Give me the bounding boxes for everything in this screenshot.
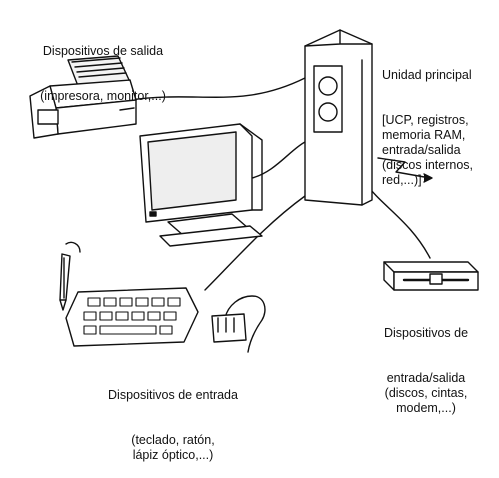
input-devices-label: Dispositivos de entrada (teclado, ratón,… bbox=[88, 358, 258, 478]
io-devices-label: Dispositivos de entrada/salida (discos, … bbox=[366, 296, 486, 431]
computer-system-diagram bbox=[29, 29, 479, 353]
output-devices-detail: (impresora, monitor,...) bbox=[40, 89, 166, 103]
output-devices-label: Dispositivos de salida (impresora, monit… bbox=[28, 14, 178, 119]
io-devices-detail: entrada/salida (discos, cintas, modem,..… bbox=[384, 371, 468, 415]
main-unit-title: Unidad principal bbox=[382, 68, 472, 82]
keyboard-icon bbox=[65, 287, 199, 347]
network-lightning-icon bbox=[377, 157, 433, 183]
printer-icon bbox=[29, 55, 137, 139]
mouse-icon bbox=[211, 313, 247, 343]
monitor-icon bbox=[139, 123, 263, 247]
light-pen-icon bbox=[59, 241, 81, 311]
output-devices-title: Dispositivos de salida bbox=[42, 44, 164, 58]
input-devices-title: Dispositivos de entrada bbox=[108, 388, 238, 402]
main-unit-label: Unidad principal [UCP, registros, memori… bbox=[382, 38, 494, 203]
main-unit-detail: [UCP, registros, memoria RAM, entrada/sa… bbox=[382, 113, 474, 187]
system-unit-icon bbox=[304, 29, 373, 206]
io-devices-title: Dispositivos de bbox=[383, 326, 469, 340]
input-devices-detail: (teclado, ratón, lápiz óptico,...) bbox=[131, 433, 215, 462]
tape-drive-icon bbox=[383, 261, 479, 291]
